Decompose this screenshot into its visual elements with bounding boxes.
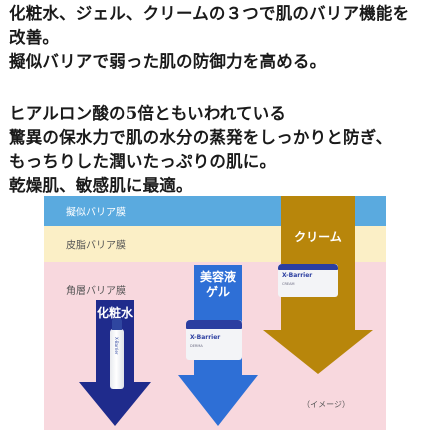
bottle-cap [112,319,122,330]
toner-label: 化粧水 [96,306,133,320]
jar-lid [278,264,338,270]
intro-line: 乾燥肌、敏感肌に最適。 [9,176,193,195]
barrier-diagram: 擬似バリア膜 皮脂バリア膜 角層バリア膜 化粧水 美容液 ゲル クリーム X-B… [44,196,386,430]
cream-label: クリーム [294,230,342,244]
layer-label: 角層バリア膜 [66,286,126,297]
jar-sub: CREAM [282,282,295,286]
intro-line: 化粧水、ジェル、クリームの３つで肌のバリア機能を改善。 [9,4,410,47]
intro-text: 化粧水、ジェル、クリームの３つで肌のバリア機能を改善。 擬似バリアで弱った肌の防… [9,2,424,198]
jar-lid [186,320,242,329]
bottle-brand: X-Barrier [114,337,119,355]
jar-brand: X-Barrier [282,272,313,279]
intro-line: 擬似バリアで弱った肌の防御力を高める。 [9,52,327,71]
intro-line: ヒアルロン酸の5倍ともいわれている [9,104,287,123]
gel-jar: X-Barrier DERMA [186,320,242,360]
intro-line: 驚異の保水力で肌の水分の蒸発をしっかりと防ぎ、 [9,128,393,147]
layer-label: 皮脂バリア膜 [66,240,126,252]
gel-label-line2: ゲル [205,285,230,299]
layer-label: 擬似バリア膜 [66,207,126,219]
paragraph-gap [9,74,424,102]
intro-line: もっちりした潤いたっぷりの肌に。 [9,152,277,171]
jar-brand: X-Barrier [190,334,221,341]
gel-label-line1: 美容液 [199,270,236,284]
image-note: （イメージ） [302,400,350,409]
jar-sub: DERMA [190,344,203,348]
cream-jar: X-Barrier CREAM [278,264,338,297]
gel-label: 美容液 ゲル [178,270,258,300]
toner-bottle: X-Barrier [110,319,124,389]
